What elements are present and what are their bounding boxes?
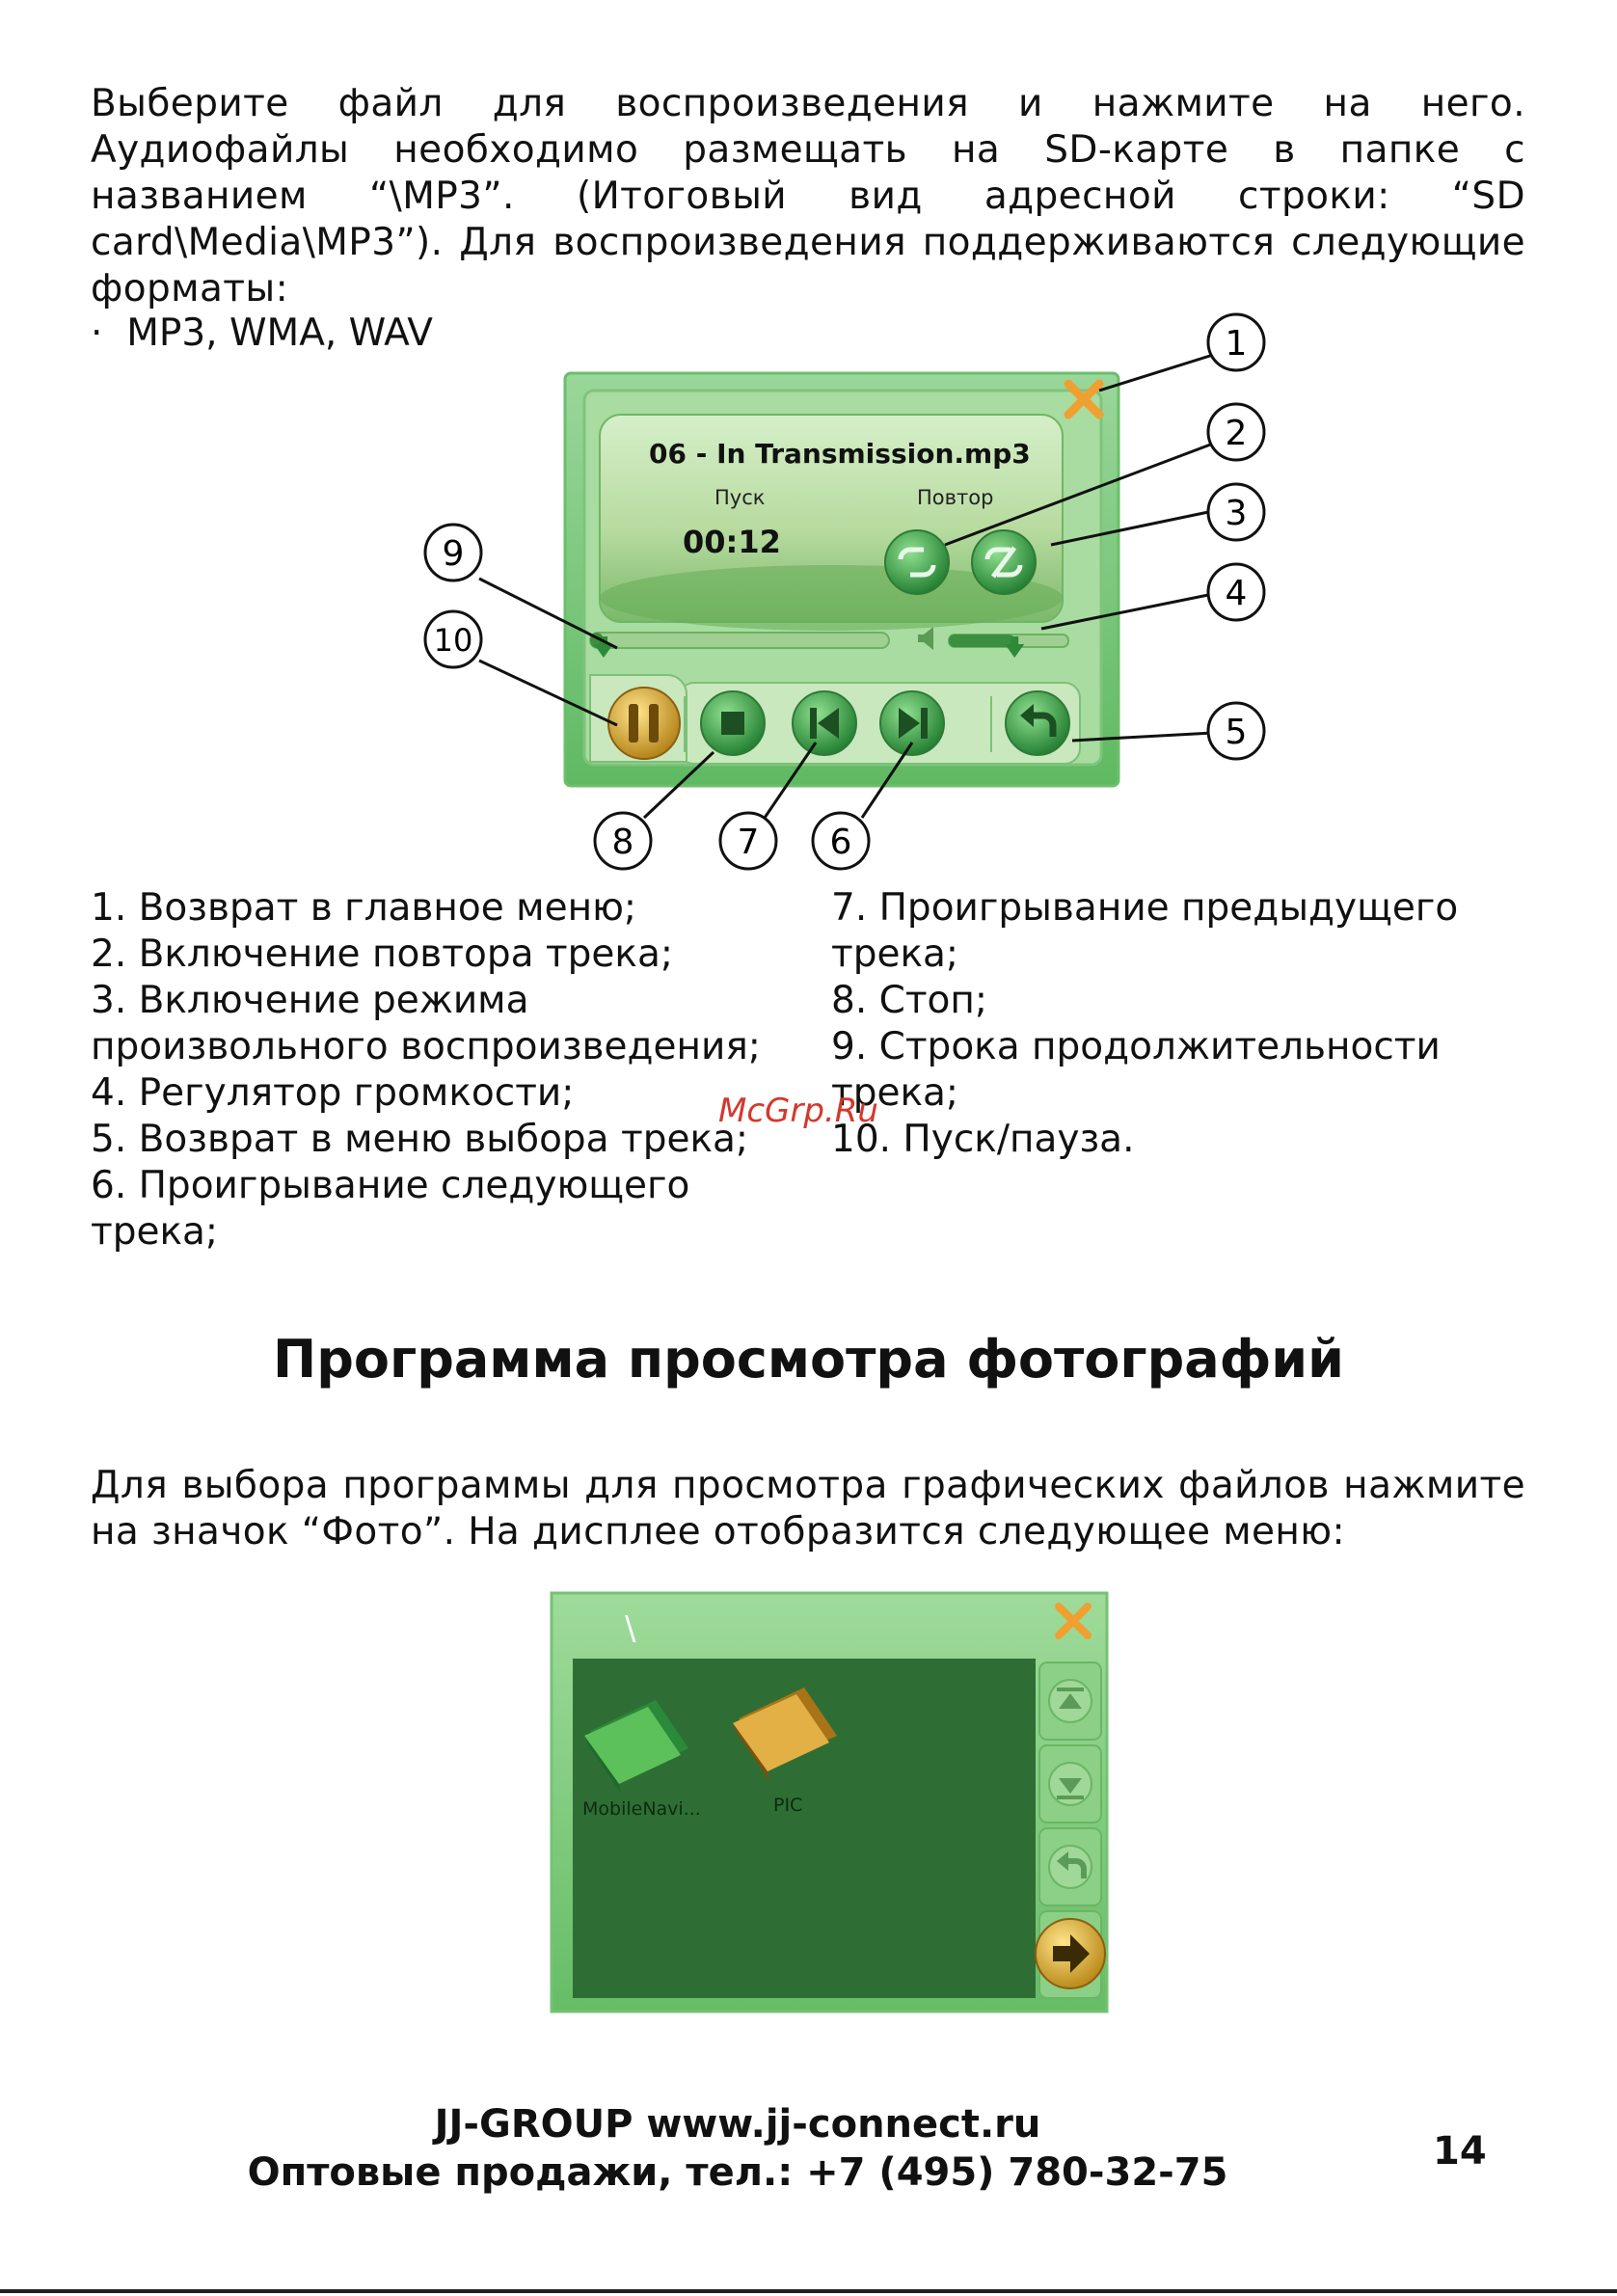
folder-label[interactable]: MobileNavi...: [582, 1798, 701, 1820]
pause-button[interactable]: [607, 687, 681, 760]
svg-text:2: 2: [1226, 414, 1248, 453]
legend-item: 3. Включение режима: [91, 979, 529, 1022]
svg-text:3: 3: [1226, 494, 1248, 533]
formats-text: MP3, WMA, WAV: [126, 311, 433, 355]
photo-browser-figure: \ MobileNavi... PIC: [550, 1591, 1109, 2013]
legend-left: 1. Возврат в главное меню; 2. Включение …: [91, 885, 761, 1256]
music-player-figure: 06 - In Transmission.mp3 Пуск Повтор 00:…: [423, 312, 1266, 871]
page-number: 14: [1433, 2129, 1487, 2174]
svg-text:10: 10: [434, 622, 473, 659]
legend-item: трека;: [831, 932, 959, 976]
repeat-button[interactable]: [884, 529, 950, 595]
legend-item: трека;: [91, 1210, 219, 1254]
bullet-dot: ·: [91, 311, 127, 355]
legend-item: 1. Возврат в главное меню;: [91, 886, 637, 930]
time-display: 00:12: [683, 524, 781, 560]
volume-fill: [949, 635, 1015, 647]
photo-paragraph: Для выбора программы для просмотра графи…: [91, 1464, 1525, 1553]
bottom-rule: [0, 2289, 1617, 2293]
path-label: \: [625, 1609, 636, 1648]
legend-item: произвольного воспроизведения;: [91, 1025, 761, 1068]
section-heading: Программа просмотра фотографий: [273, 1329, 1344, 1390]
footer-company: JJ-GROUP www.jj-connect.ru: [434, 2102, 1041, 2147]
volume-thumb[interactable]: [1005, 636, 1025, 658]
callout-8: 8: [593, 811, 653, 871]
callout-5: 5: [1206, 701, 1266, 761]
open-arrow-button[interactable]: [1035, 1910, 1106, 1999]
scroll-bottom-button[interactable]: [1038, 1744, 1102, 1823]
callout-9: 9: [423, 523, 483, 582]
stop-button[interactable]: [700, 690, 766, 756]
watermark: McGrp.Ru: [718, 1092, 878, 1130]
speaker-icon: [918, 627, 933, 650]
svg-text:1: 1: [1226, 324, 1248, 364]
svg-text:9: 9: [443, 534, 465, 574]
callout-10: 10: [423, 609, 483, 669]
legend-item: 4. Регулятор громкости;: [91, 1071, 575, 1115]
folder-label[interactable]: PIC: [773, 1795, 802, 1816]
legend-item: 10. Пуск/пауза.: [831, 1118, 1135, 1161]
play-label: Пуск: [714, 486, 765, 509]
previous-track-button[interactable]: [792, 690, 857, 756]
close-icon[interactable]: [1055, 1603, 1091, 1639]
scroll-top-button[interactable]: [1038, 1661, 1102, 1741]
legend-item: 2. Включение повтора трека;: [91, 932, 673, 976]
next-track-button[interactable]: [879, 690, 945, 756]
callout-7: 7: [718, 811, 778, 871]
callout-3: 3: [1206, 482, 1266, 542]
footer-phone: Оптовые продажи, тел.: +7 (495) 780-32-7…: [247, 2150, 1228, 2195]
back-button[interactable]: [1038, 1827, 1102, 1906]
legend-item: 7. Проигрывание предыдущего: [831, 886, 1459, 930]
callout-2: 2: [1206, 402, 1266, 462]
legend-right: 7. Проигрывание предыдущего трека; 8. Ст…: [831, 885, 1458, 1163]
callout-1: 1: [1206, 312, 1266, 372]
folder-icon[interactable]: [733, 1688, 837, 1781]
legend-item: 6. Проигрывание следующего: [91, 1164, 690, 1207]
legend-item: 5. Возврат в меню выбора трека;: [91, 1118, 749, 1161]
svg-text:8: 8: [612, 823, 634, 862]
callout-6: 6: [811, 811, 871, 871]
svg-text:6: 6: [830, 823, 852, 862]
close-icon[interactable]: [1064, 379, 1104, 419]
legend-item: 8. Стоп;: [831, 979, 988, 1022]
intro-paragraph: Выберите файл для воспроизведения и нажм…: [91, 82, 1525, 311]
legend-item: 9. Строка продолжительности: [831, 1025, 1441, 1068]
track-title: 06 - In Transmission.mp3: [649, 438, 1031, 470]
progress-track[interactable]: [589, 632, 890, 649]
shuffle-button[interactable]: [971, 529, 1037, 595]
callout-lines: [478, 353, 1214, 820]
svg-text:5: 5: [1226, 713, 1248, 752]
formats-bullet: · MP3, WMA, WAV: [91, 311, 433, 357]
callout-4: 4: [1206, 562, 1266, 622]
footer: JJ-GROUP www.jj-connect.ru Оптовые прода…: [0, 2100, 1475, 2197]
progress-thumb[interactable]: [594, 636, 613, 658]
legend-item: трека;: [831, 1071, 959, 1115]
back-button[interactable]: [1005, 690, 1070, 756]
svg-text:7: 7: [738, 823, 760, 862]
folder-icon[interactable]: [584, 1700, 688, 1794]
repeat-label: Повтор: [917, 486, 993, 509]
svg-text:4: 4: [1226, 574, 1248, 613]
